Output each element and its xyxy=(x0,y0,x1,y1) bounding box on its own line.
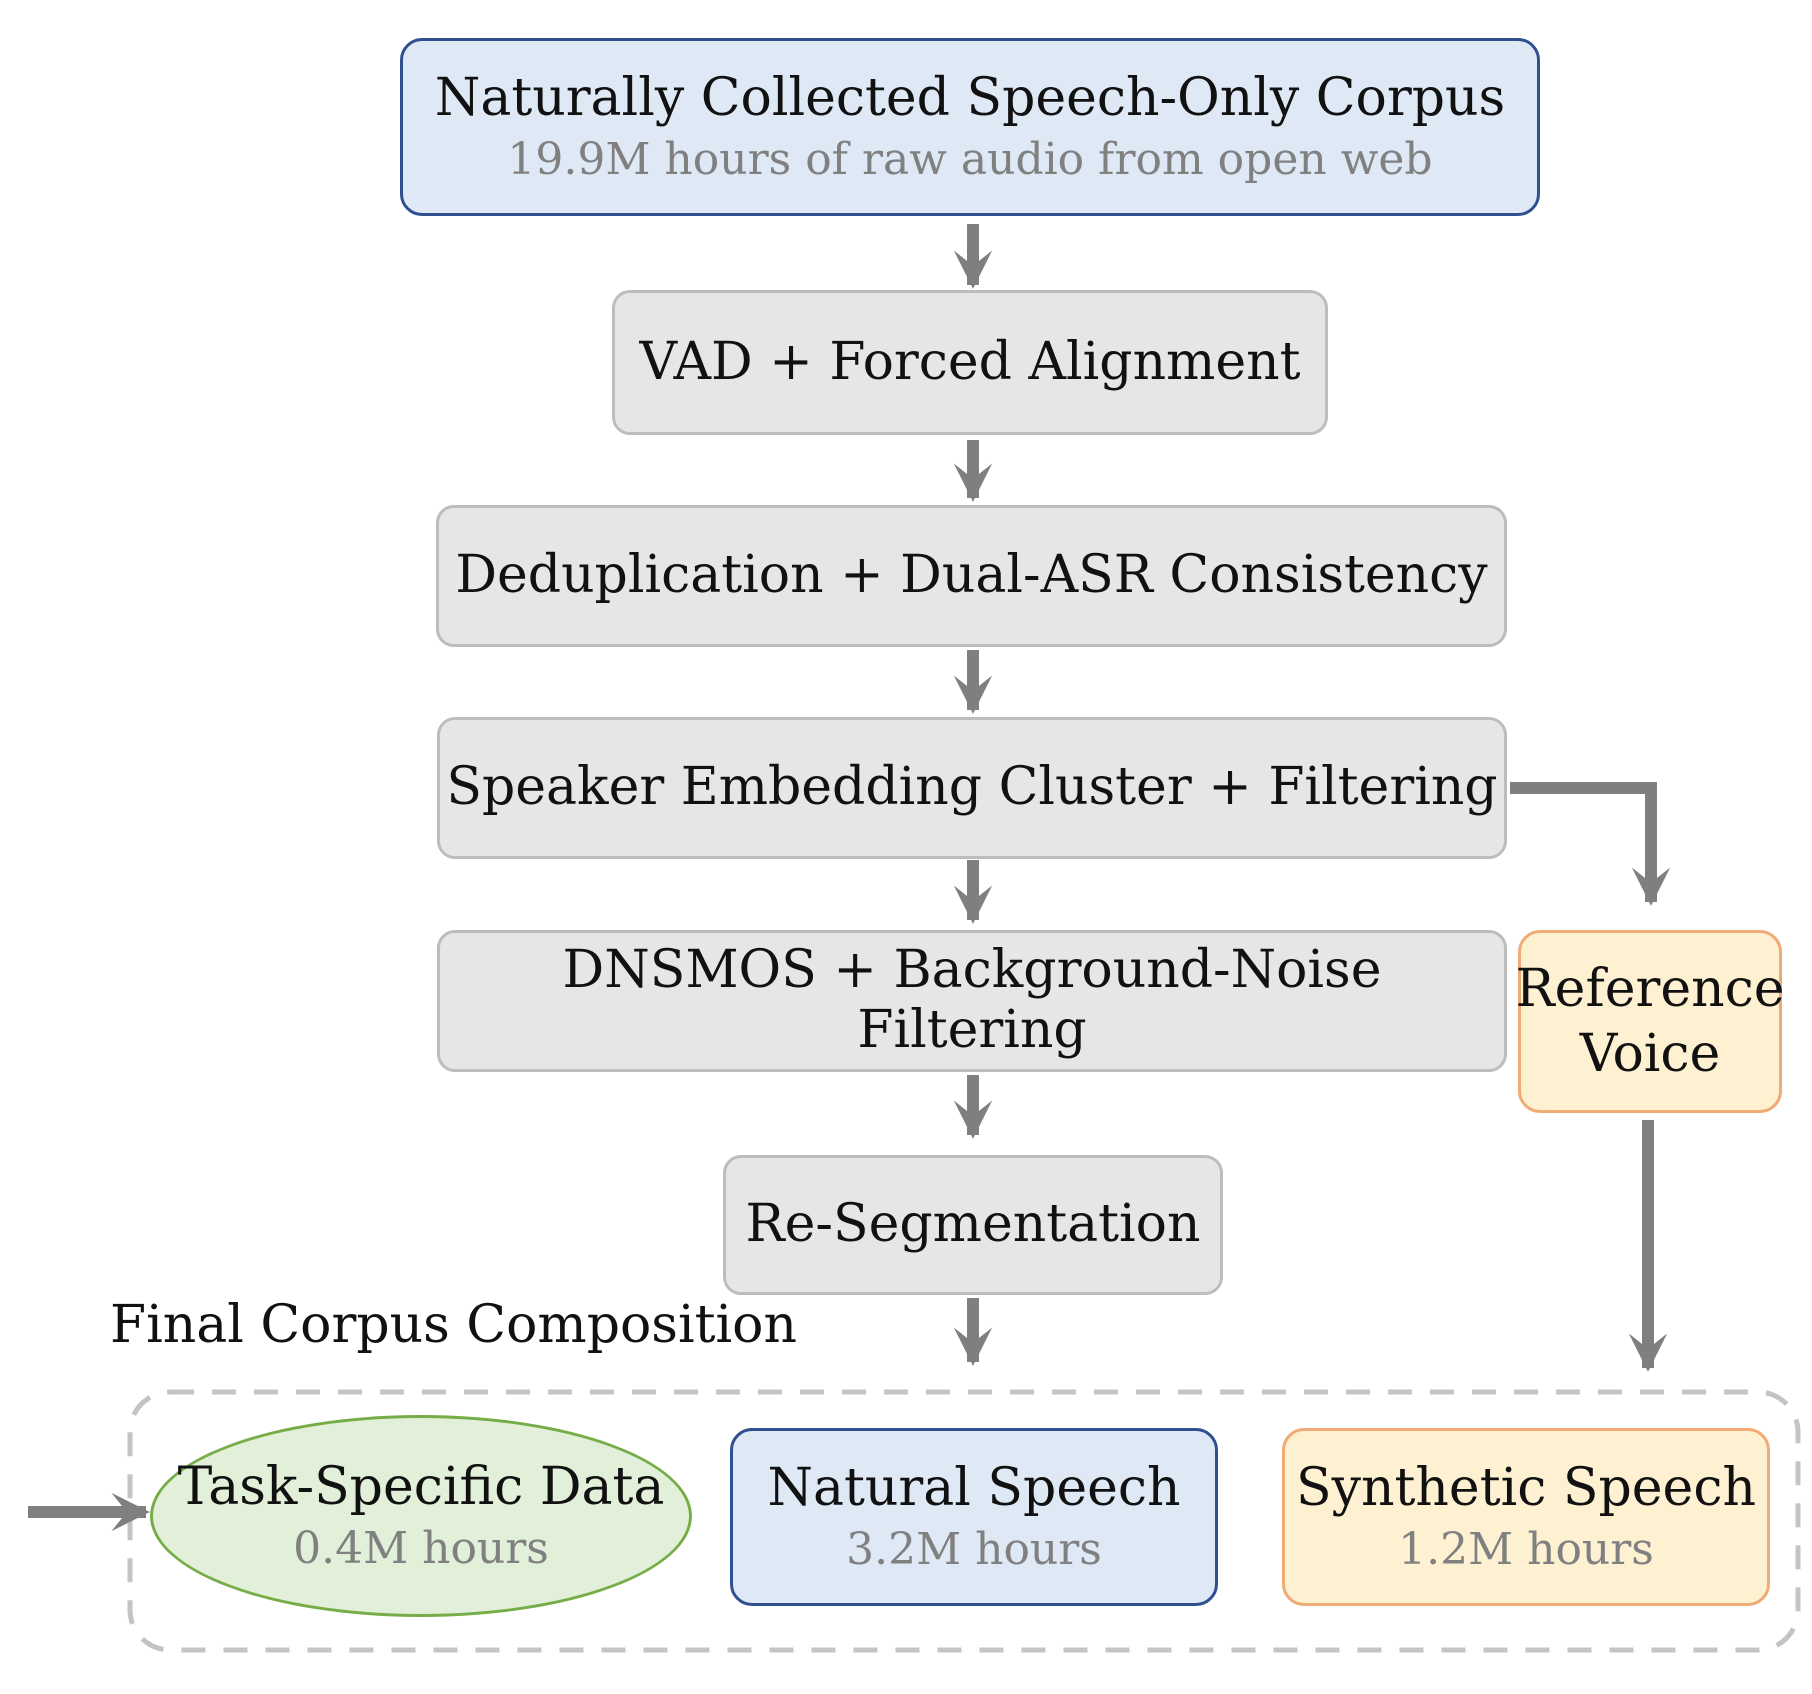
step-dedup-dual-asr: Deduplication + Dual-ASR Consistency xyxy=(436,505,1507,647)
synthetic-speech-box: Synthetic Speech 1.2M hours xyxy=(1282,1428,1770,1606)
natural-speech-hours: 3.2M hours xyxy=(846,1523,1102,1575)
natural-speech-box: Natural Speech 3.2M hours xyxy=(730,1428,1218,1606)
step-dedup-label: Deduplication + Dual-ASR Consistency xyxy=(455,545,1488,606)
step-speaker-embedding: Speaker Embedding Cluster + Filtering xyxy=(437,717,1507,859)
composition-heading: Final Corpus Composition xyxy=(110,1295,797,1355)
natural-speech-title: Natural Speech xyxy=(767,1458,1181,1519)
arrow-speaker-to-reference xyxy=(1510,782,1671,906)
task-specific-data-ellipse: Task-Specific Data 0.4M hours xyxy=(150,1415,692,1617)
source-corpus-title: Naturally Collected Speech-Only Corpus xyxy=(434,68,1506,129)
step-vad-forced-alignment: VAD + Forced Alignment xyxy=(612,290,1328,435)
reference-voice-box: Reference Voice xyxy=(1515,930,1785,1113)
source-corpus-box: Naturally Collected Speech-Only Corpus 1… xyxy=(400,38,1540,216)
reference-voice-label: Reference Voice xyxy=(1515,958,1785,1084)
step-re-segmentation: Re-Segmentation xyxy=(723,1155,1223,1295)
task-specific-title: Task-Specific Data xyxy=(177,1457,665,1518)
step-reseg-label: Re-Segmentation xyxy=(745,1194,1201,1255)
task-specific-hours: 0.4M hours xyxy=(293,1522,549,1574)
step-vad-label: VAD + Forced Alignment xyxy=(639,331,1301,392)
source-corpus-subtitle: 19.9M hours of raw audio from open web xyxy=(507,133,1433,185)
synthetic-speech-hours: 1.2M hours xyxy=(1398,1523,1654,1575)
step-dnsmos-filtering: DNSMOS + Background-Noise Filtering xyxy=(437,930,1507,1072)
step-dnsmos-label: DNSMOS + Background-Noise Filtering xyxy=(562,940,1382,1060)
step-speaker-label: Speaker Embedding Cluster + Filtering xyxy=(446,757,1498,818)
synthetic-speech-title: Synthetic Speech xyxy=(1296,1458,1756,1519)
